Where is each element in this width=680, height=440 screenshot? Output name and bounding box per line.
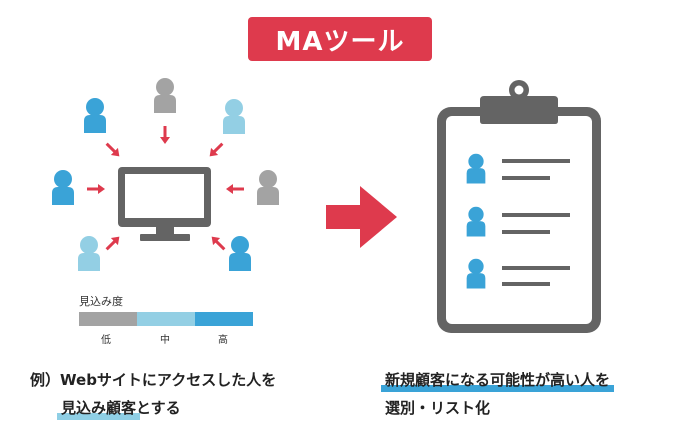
person-icon-bottom-right	[229, 236, 251, 271]
caption-left-line2: とする	[136, 399, 181, 417]
arrow-icon-bottom-left	[101, 231, 125, 255]
caption-left-prefix: 例）	[30, 371, 61, 389]
list-line	[502, 266, 570, 270]
person-icon-top-left	[84, 98, 106, 133]
list-person-icon-3	[466, 258, 486, 289]
legend-swatch-high	[195, 312, 253, 326]
person-icon-right	[257, 170, 279, 205]
title-badge: MAツール	[248, 17, 432, 61]
list-line	[502, 213, 570, 217]
title-text: MAツール	[275, 26, 405, 57]
caption-left: 例）Webサイトにアクセスした人を 見込み顧客とする	[30, 366, 276, 422]
list-person-icon-1	[466, 153, 486, 184]
clipboard-icon	[437, 80, 601, 333]
legend-label-low: 低	[101, 335, 111, 346]
computer-monitor-icon	[118, 167, 211, 241]
arrow-icon-left	[85, 182, 107, 196]
caption-right-line2: 選別・リスト化	[385, 399, 491, 417]
person-icon-top-right	[223, 99, 245, 134]
legend-label-high: 高	[218, 335, 228, 346]
list-line	[502, 282, 550, 286]
legend-swatch-mid	[137, 312, 195, 326]
legend-swatch-low	[79, 312, 137, 326]
caption-right-line1: になる可能性が高い人を	[441, 366, 615, 394]
person-icon-bottom-left	[78, 236, 100, 271]
big-arrow-icon	[326, 186, 397, 248]
arrow-icon-bottom-right	[206, 231, 230, 255]
caption-right: 新規顧客になる可能性が高い人を 選別・リスト化	[380, 366, 615, 422]
arrow-icon-top	[158, 124, 172, 146]
caption-left-highlight: 見込み顧客	[56, 394, 141, 422]
list-line	[502, 159, 570, 163]
arrow-icon-top-right	[204, 138, 228, 162]
list-line	[502, 230, 550, 234]
arrow-icon-right	[224, 182, 246, 196]
caption-right-highlight: 新規顧客	[380, 366, 450, 394]
legend-title: 見込み度	[79, 295, 123, 308]
list-person-icon-2	[466, 206, 486, 237]
list-line	[502, 176, 550, 180]
arrow-icon-top-left	[101, 138, 125, 162]
person-icon-left	[52, 170, 74, 205]
person-icon-top	[154, 78, 176, 113]
legend-label-mid: 中	[160, 335, 170, 346]
caption-left-line1: Webサイトにアクセスした人を	[60, 371, 277, 389]
legend-bar	[79, 312, 253, 326]
